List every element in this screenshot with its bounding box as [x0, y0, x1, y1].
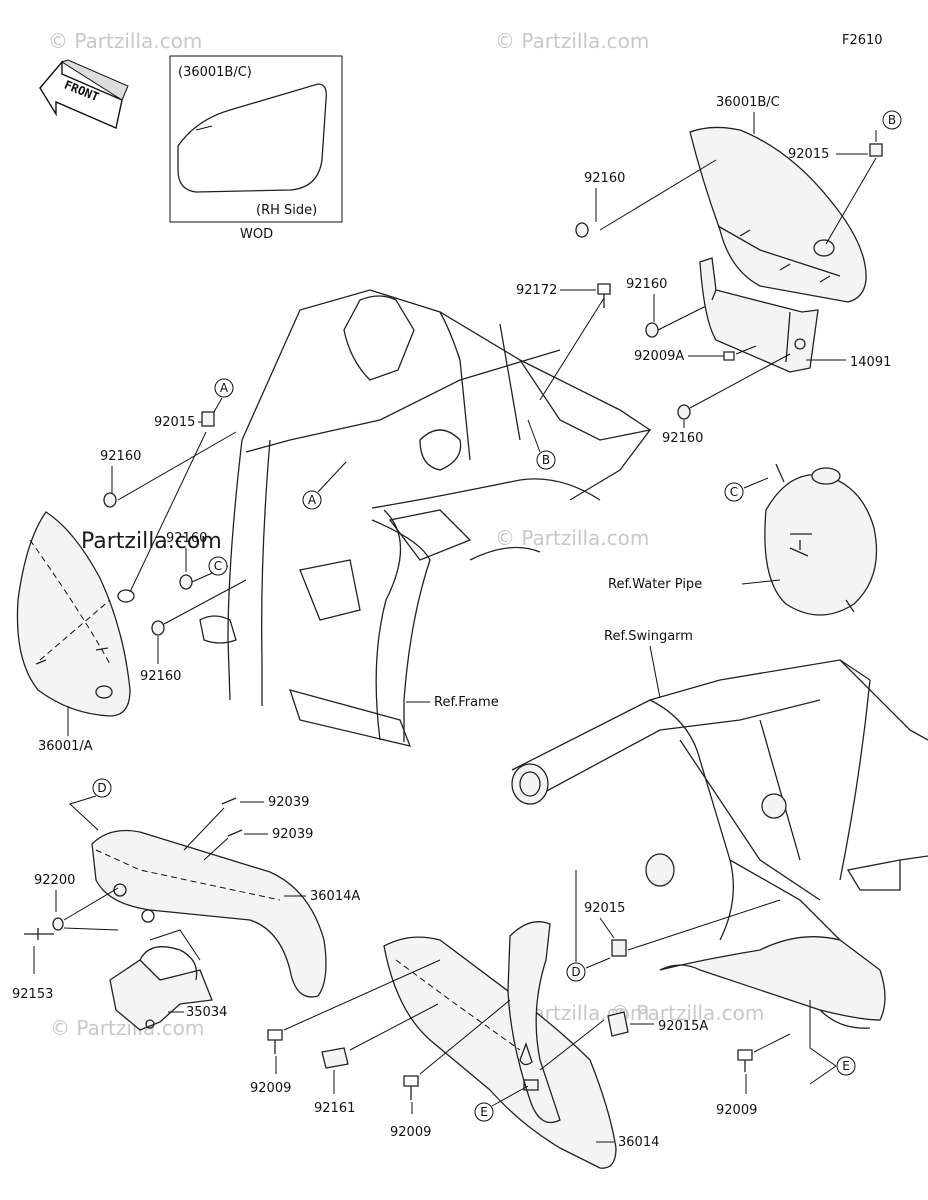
- watermark-middle-right: © Partzilla.com: [495, 526, 649, 550]
- label-92015-b: 92015: [788, 147, 829, 162]
- label-35034: 35034: [186, 1005, 227, 1020]
- label-92172: 92172: [516, 283, 557, 298]
- callout-d2: D: [571, 965, 580, 979]
- callout-c2: C: [214, 559, 222, 573]
- label-92153: 92153: [12, 987, 53, 1002]
- label-92009-middle: 92009: [390, 1125, 431, 1140]
- label-92200: 92200: [34, 873, 75, 888]
- label-36014a: 36014A: [310, 889, 360, 904]
- callout-b2: B: [542, 453, 550, 467]
- label-92160-mid: 92160: [626, 277, 667, 292]
- inset-caption: WOD: [240, 227, 273, 242]
- inset-side-cover-icon: [177, 83, 327, 193]
- label-92160-l2: 92160: [166, 531, 207, 546]
- label-36001bc: 36001B/C: [716, 95, 780, 110]
- label-92015a: 92015A: [658, 1019, 708, 1034]
- callout-e1: E: [480, 1105, 488, 1119]
- label-36014: 36014: [618, 1135, 659, 1150]
- label-92160-l3: 92160: [140, 669, 181, 684]
- label-92009-left: 92009: [250, 1081, 291, 1096]
- label-92039-2: 92039: [272, 827, 313, 842]
- inset-title: (36001B/C): [178, 65, 252, 80]
- label-92039-1: 92039: [268, 795, 309, 810]
- label-92009-right: 92009: [716, 1103, 757, 1118]
- callout-a1: A: [220, 381, 229, 395]
- label-14091: 14091: [850, 355, 891, 370]
- callout-e2: E: [842, 1059, 850, 1073]
- lower-cover-part: [383, 921, 617, 1169]
- label-92160-l1: 92160: [100, 449, 141, 464]
- label-92160-top: 92160: [584, 171, 625, 186]
- bracket-14091-part: [699, 257, 819, 373]
- bracket-35034-part: [109, 946, 213, 1031]
- label-92160-right: 92160: [662, 431, 703, 446]
- inset-box: (36001B/C) (RH Side) WOD: [169, 55, 343, 242]
- label-92015-d: 92015: [584, 901, 625, 916]
- label-ref-swingarm: Ref.Swingarm: [604, 629, 693, 644]
- label-36001a: 36001/A: [38, 739, 93, 754]
- front-arrow-icon: FRONT: [39, 59, 129, 129]
- label-ref-frame: Ref.Frame: [434, 695, 499, 710]
- callout-d1: D: [97, 781, 106, 795]
- side-cover-right-part: [689, 126, 867, 303]
- callout-b1: B: [888, 113, 896, 127]
- label-92015-a: 92015: [154, 415, 195, 430]
- inset-side-label: (RH Side): [256, 203, 317, 218]
- watermark-bottom-right: © Partzilla.com: [610, 1001, 764, 1025]
- label-92161: 92161: [314, 1101, 355, 1116]
- swingarm-part: [511, 659, 928, 1029]
- figure-code: F2610: [842, 33, 883, 48]
- side-cover-left-part: [16, 511, 135, 717]
- water-pipe-cover-part: [764, 463, 878, 616]
- watermark-top-right: © Partzilla.com: [495, 29, 649, 53]
- callout-c1: C: [730, 485, 738, 499]
- label-92009a: 92009A: [634, 349, 684, 364]
- label-ref-water-pipe: Ref.Water Pipe: [608, 577, 702, 592]
- callout-a2: A: [308, 493, 317, 507]
- watermark-top-left: © Partzilla.com: [48, 29, 202, 53]
- frame-part: [199, 289, 652, 747]
